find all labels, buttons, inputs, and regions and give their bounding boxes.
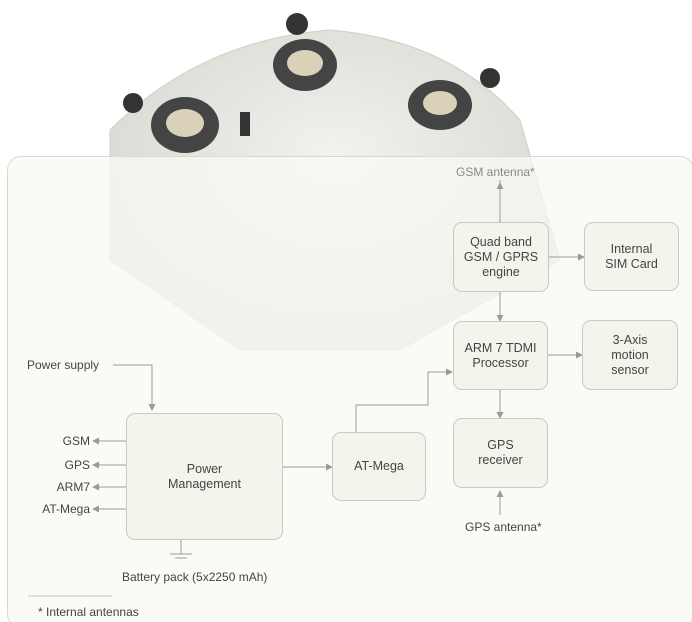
output-gsm-label: GSM <box>62 434 90 448</box>
power-supply-label: Power supply <box>27 358 100 372</box>
device-wheel-1 <box>273 39 337 91</box>
battery-pack-label: Battery pack (5x2250 mAh) <box>122 570 268 584</box>
power-management-block: Power Management <box>126 413 283 540</box>
arm-processor-block: ARM 7 TDMI Processor <box>453 321 548 390</box>
atmega-block: AT-Mega <box>332 432 426 501</box>
device-pin <box>240 112 250 136</box>
device-knob-3 <box>480 68 500 88</box>
output-atmega-label: AT-Mega <box>42 502 90 516</box>
device-wheel-3 <box>408 80 472 130</box>
device-knob-2 <box>123 93 143 113</box>
device-wheel-2 <box>151 97 219 153</box>
quad-band-engine-block: Quad band GSM / GPRS engine <box>453 222 549 292</box>
device-knob-1 <box>286 13 308 35</box>
motion-sensor-block: 3-Axis motion sensor <box>582 320 678 390</box>
gps-antenna-label: GPS antenna* <box>465 520 542 534</box>
sim-card-block: Internal SIM Card <box>584 222 679 291</box>
gps-receiver-block: GPS receiver <box>453 418 548 488</box>
output-gps-label: GPS <box>64 458 90 472</box>
footnote: * Internal antennas <box>38 605 139 619</box>
output-arm7-label: ARM7 <box>56 480 90 494</box>
gsm-antenna-label: GSM antenna* <box>456 165 535 179</box>
